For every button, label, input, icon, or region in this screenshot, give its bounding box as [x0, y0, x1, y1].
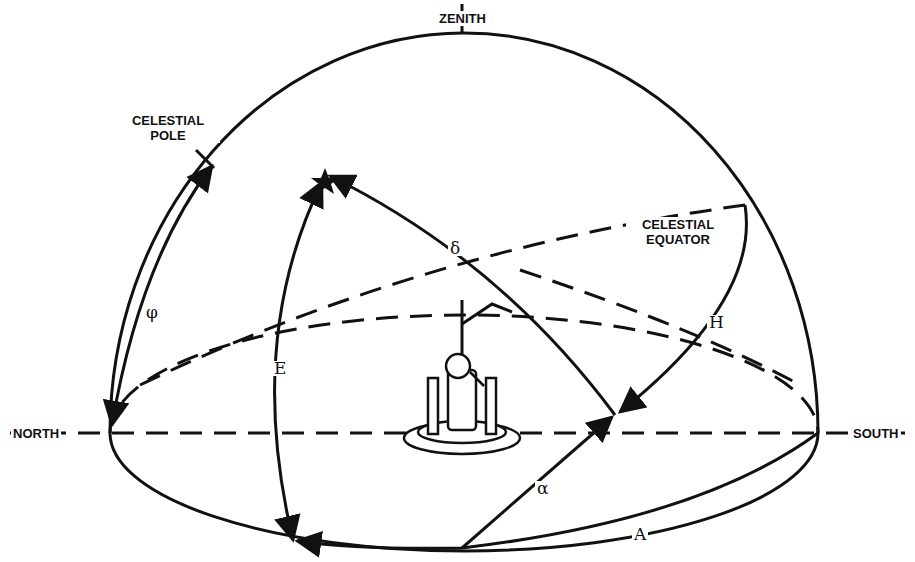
direction-label: SOUTH [851, 426, 901, 441]
direction-label: NORTH [11, 426, 61, 441]
angle-symbol: E [272, 361, 288, 376]
zenith-label: ZENITH [437, 11, 488, 26]
angle-symbol: δ [448, 241, 462, 256]
equator-label: CELESTIAL EQUATOR [626, 217, 730, 247]
angle-symbol: A [632, 527, 648, 542]
angle-symbol: φ [144, 305, 160, 320]
angle-symbol: H [707, 315, 726, 330]
pole-label: CELESTIAL POLE [116, 113, 220, 143]
angle-symbol: α [535, 481, 550, 496]
